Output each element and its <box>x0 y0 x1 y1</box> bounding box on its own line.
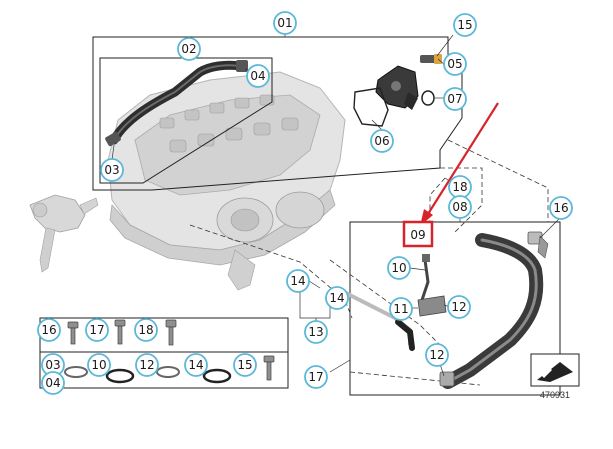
callout-c11[interactable]: 11 <box>389 297 413 321</box>
callout-circle <box>273 11 297 35</box>
callout-label: 18 <box>138 323 153 337</box>
callout-circle <box>41 371 65 395</box>
callout-c02[interactable]: 02 <box>177 37 201 61</box>
callout-label: 11 <box>393 302 408 316</box>
callout-label: 14 <box>290 274 305 288</box>
callout-label: 17 <box>308 370 323 384</box>
callout-circle <box>370 129 394 153</box>
callout-circle <box>453 13 477 37</box>
callout-label: 15 <box>237 358 252 372</box>
callout-circle <box>447 295 471 319</box>
callout-label: 10 <box>391 261 406 275</box>
callout-circle <box>233 353 257 377</box>
callout-c06[interactable]: 06 <box>370 129 394 153</box>
callout-c12-mid[interactable]: 12 <box>447 295 471 319</box>
callout-label: 16 <box>553 201 568 215</box>
callout-label: 08 <box>452 200 467 214</box>
callout-label: 12 <box>451 300 466 314</box>
group-frames <box>39 36 561 396</box>
callout-circle <box>304 365 328 389</box>
callout-c07[interactable]: 07 <box>443 87 467 111</box>
callout-k17[interactable]: 17 <box>85 318 109 342</box>
callout-label: 04 <box>250 69 265 83</box>
callout-circle <box>184 353 208 377</box>
callout-label: 05 <box>447 57 462 71</box>
callout-label: 16 <box>41 323 56 337</box>
callout-c13[interactable]: 13 <box>304 320 328 344</box>
callout-circle <box>389 297 413 321</box>
callout-label: 12 <box>139 358 154 372</box>
thermostat-housing <box>353 54 442 127</box>
reference-icon <box>530 353 580 387</box>
callout-circle <box>325 286 349 310</box>
callout-circle <box>246 64 270 88</box>
callout-label: 06 <box>374 134 389 148</box>
callout-label: 01 <box>277 16 292 30</box>
callout-label: 15 <box>457 18 472 32</box>
callout-circle <box>177 37 201 61</box>
engine-block-illustration <box>29 71 346 291</box>
callout-circle <box>87 353 111 377</box>
callout-label: 12 <box>429 348 444 362</box>
callout-c14-right[interactable]: 14 <box>325 286 349 310</box>
callout-circle <box>549 196 573 220</box>
callout-label: 14 <box>188 358 203 372</box>
callout-k04[interactable]: 04 <box>41 371 65 395</box>
callout-label: 13 <box>308 325 323 339</box>
callout-c17[interactable]: 17 <box>304 365 328 389</box>
callout-label: 03 <box>45 358 60 372</box>
callout-c01[interactable]: 01 <box>273 11 297 35</box>
callout-k14[interactable]: 14 <box>184 353 208 377</box>
callout-circle <box>85 318 109 342</box>
callout-c14-left[interactable]: 14 <box>286 269 310 293</box>
callout-09-label: 09 <box>410 228 425 242</box>
callout-label: 18 <box>452 180 467 194</box>
callout-circle <box>134 318 158 342</box>
callout-k03[interactable]: 03 <box>41 353 65 377</box>
callout-label: 07 <box>447 92 462 106</box>
callout-circle <box>448 195 472 219</box>
callout-k15[interactable]: 15 <box>233 353 257 377</box>
reference-number: 470931 <box>540 390 570 400</box>
callout-c15-top[interactable]: 15 <box>453 13 477 37</box>
upper-hose-02 <box>105 60 248 147</box>
callout-circle <box>443 87 467 111</box>
lower-hose-16 <box>439 231 549 389</box>
callout-circle <box>425 343 449 367</box>
callout-label: 03 <box>104 163 119 177</box>
small-pipe-10 <box>417 254 447 317</box>
callout-label: 14 <box>329 291 344 305</box>
callout-09-highlighted[interactable]: 09 <box>402 220 434 248</box>
callout-label: 04 <box>45 376 60 390</box>
callout-c16-right[interactable]: 16 <box>549 196 573 220</box>
callout-circle <box>100 158 124 182</box>
callout-label: 02 <box>181 42 196 56</box>
callout-k18[interactable]: 18 <box>134 318 158 342</box>
callout-circle <box>37 318 61 342</box>
callout-c10[interactable]: 10 <box>387 256 411 280</box>
callout-c03-top[interactable]: 03 <box>100 158 124 182</box>
callout-label: 17 <box>89 323 104 337</box>
callout-c12-low[interactable]: 12 <box>425 343 449 367</box>
callout-layer: 01 02 04 15 05 07 06 03 18 08 16 10 11 12 12 14 14 13 17 16… <box>37 11 573 395</box>
callout-circle <box>135 353 159 377</box>
hose-11 <box>339 288 415 351</box>
callout-circle <box>304 320 328 344</box>
callout-label: 10 <box>91 358 106 372</box>
callout-c05[interactable]: 05 <box>443 52 467 76</box>
callout-c04-top[interactable]: 04 <box>246 64 270 88</box>
callout-c18-right[interactable]: 18 <box>448 175 472 199</box>
callout-c08[interactable]: 08 <box>448 195 472 219</box>
kit-hardware <box>64 319 275 384</box>
callout-circle <box>443 52 467 76</box>
callout-k16[interactable]: 16 <box>37 318 61 342</box>
callout-circle <box>286 269 310 293</box>
callout-k12[interactable]: 12 <box>135 353 159 377</box>
callout-k10[interactable]: 10 <box>87 353 111 377</box>
callout-circle <box>387 256 411 280</box>
